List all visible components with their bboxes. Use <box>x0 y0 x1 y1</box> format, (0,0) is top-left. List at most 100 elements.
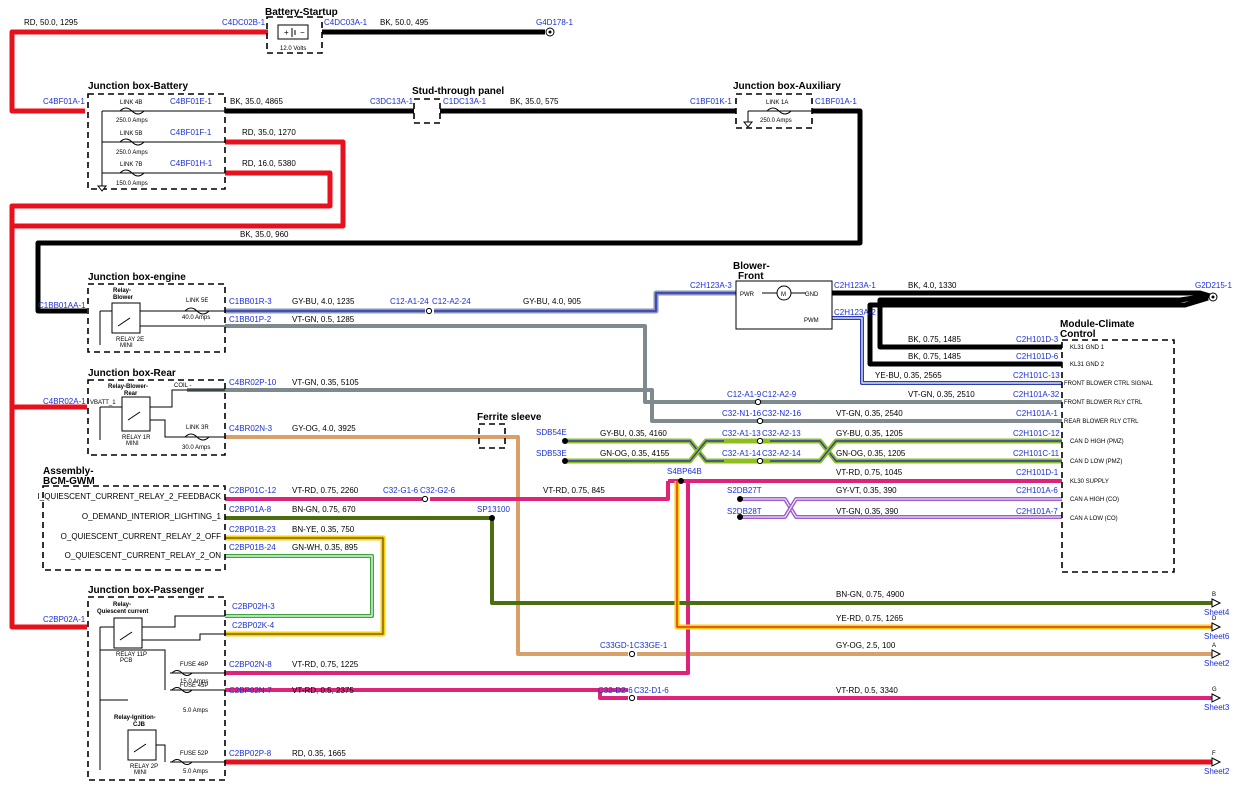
svg-text:C2H123A-3: C2H123A-3 <box>690 281 732 290</box>
svg-text:O_DEMAND_INTERIOR_LIGHTING_1: O_DEMAND_INTERIOR_LIGHTING_1 <box>82 512 222 521</box>
svg-text:C32-A1-14: C32-A1-14 <box>722 449 761 458</box>
svg-text:I_QUIESCENT_CURRENT_RELAY_2_FE: I_QUIESCENT_CURRENT_RELAY_2_FEEDBACK <box>38 492 222 501</box>
battery-volts: 12.0 Volts <box>280 46 306 52</box>
svg-text:C12-A1-24: C12-A1-24 <box>390 297 429 306</box>
svg-text:BK, 35.0, 960: BK, 35.0, 960 <box>240 230 289 239</box>
fuse-46p: FUSE 46P <box>180 662 208 668</box>
wires <box>9 29 1212 765</box>
svg-text:B: B <box>1212 592 1216 598</box>
wire-labels: RD, 50.0, 1295 BK, 50.0, 495 BK, 35.0, 4… <box>24 18 975 758</box>
svg-text:C4BR02N-3: C4BR02N-3 <box>229 424 273 433</box>
svg-text:C32-A2-14: C32-A2-14 <box>762 449 801 458</box>
svg-text:BK, 50.0, 495: BK, 50.0, 495 <box>380 18 429 27</box>
fuse-52p: FUSE 52P <box>180 751 208 757</box>
svg-text:VT-RD, 0.75, 1225: VT-RD, 0.75, 1225 <box>292 660 359 669</box>
link-1a-rating: 250.0 Amps <box>760 118 792 124</box>
svg-text:D: D <box>1212 616 1217 622</box>
ground-g4d178 <box>545 27 555 37</box>
svg-text:C32-D2-6: C32-D2-6 <box>598 686 633 695</box>
link-5b: LINK 5B <box>120 131 142 137</box>
svg-text:GY-OG, 4.0, 3925: GY-OG, 4.0, 3925 <box>292 424 356 433</box>
svg-text:PWR: PWR <box>740 292 755 298</box>
svg-text:BK, 35.0, 4865: BK, 35.0, 4865 <box>230 97 283 106</box>
svg-text:VT-GN, 0.5, 1285: VT-GN, 0.5, 1285 <box>292 315 355 324</box>
svg-text:Sheet4: Sheet4 <box>1204 608 1230 617</box>
svg-text:G2D215-1: G2D215-1 <box>1195 281 1232 290</box>
svg-text:Sheet2: Sheet2 <box>1204 659 1230 668</box>
module-climate-control <box>1061 339 1175 573</box>
svg-text:PWM: PWM <box>804 318 819 324</box>
svg-text:C32-A2-13: C32-A2-13 <box>762 429 801 438</box>
mcc-pins: KL31 GND 1 KL31 GND 2 FRONT BLOWER CTRL … <box>1064 345 1154 522</box>
svg-text:C4BF01H-1: C4BF01H-1 <box>170 159 213 168</box>
svg-text:C2H101A-32: C2H101A-32 <box>1013 390 1060 399</box>
relay-ign-1: Relay-Ignition- <box>114 715 156 721</box>
svg-text:C2H101A-6: C2H101A-6 <box>1016 486 1058 495</box>
svg-text:RD, 50.0, 1295: RD, 50.0, 1295 <box>24 18 78 27</box>
wire-rd-35-1270 <box>9 139 346 410</box>
link-5e-rating: 40.0 Amps <box>182 315 210 321</box>
svg-text:KL30 SUPPLY: KL30 SUPPLY <box>1070 479 1109 485</box>
svg-text:A: A <box>1212 643 1216 649</box>
svg-text:VT-RD, 0.75, 1045: VT-RD, 0.75, 1045 <box>836 468 903 477</box>
svg-text:GY-BU, 4.0, 905: GY-BU, 4.0, 905 <box>523 297 582 306</box>
sheet-refs: B Sheet4 D Sheet6 A Sheet2 G Sheet3 F Sh… <box>1204 592 1230 776</box>
svg-text:C2H101C-13: C2H101C-13 <box>1013 371 1060 380</box>
svg-text:GY-BU, 4.0, 1235: GY-BU, 4.0, 1235 <box>292 297 355 306</box>
svg-text:VT-RD, 0.5, 3340: VT-RD, 0.5, 3340 <box>836 686 898 695</box>
svg-text:C1BB01AA-1: C1BB01AA-1 <box>38 301 86 310</box>
svg-text:S4BP64B: S4BP64B <box>667 467 702 476</box>
svg-text:C2BP02H-3: C2BP02H-3 <box>232 602 275 611</box>
relay-blower-2: Blower <box>113 295 134 301</box>
svg-text:C32-G1-6: C32-G1-6 <box>383 486 419 495</box>
header-ferrite: Ferrite sleeve <box>477 412 542 423</box>
svg-text:BK, 35.0, 575: BK, 35.0, 575 <box>510 97 559 106</box>
svg-text:BK, 0.75, 1485: BK, 0.75, 1485 <box>908 352 961 361</box>
svg-text:C4BF01A-1: C4BF01A-1 <box>43 97 85 106</box>
svg-text:C4BF01E-1: C4BF01E-1 <box>170 97 212 106</box>
fuse-45p: FUSE 45P <box>180 683 208 689</box>
svg-text:GY-BU, 0.35, 1205: GY-BU, 0.35, 1205 <box>836 429 903 438</box>
junction-box-auxiliary <box>735 93 813 129</box>
svg-text:C32-D1-6: C32-D1-6 <box>634 686 669 695</box>
svg-text:RD, 16.0, 5380: RD, 16.0, 5380 <box>242 159 296 168</box>
bcm-signals: I_QUIESCENT_CURRENT_RELAY_2_FEEDBACK O_D… <box>38 492 222 560</box>
svg-text:KL31 GND 2: KL31 GND 2 <box>1070 362 1105 368</box>
svg-text:VT-GN, 0.35, 390: VT-GN, 0.35, 390 <box>836 507 899 516</box>
assembly-bcm-gwm <box>42 485 226 571</box>
svg-text:KL31 GND 1: KL31 GND 1 <box>1070 345 1105 351</box>
svg-text:CAN D LOW (PMZ): CAN D LOW (PMZ) <box>1070 459 1122 465</box>
link-7b-rating: 150.0 Amps <box>116 181 148 187</box>
svg-text:CAN D HIGH (PMZ): CAN D HIGH (PMZ) <box>1070 439 1124 445</box>
svg-text:GN-OG, 0.35, 1205: GN-OG, 0.35, 1205 <box>836 449 906 458</box>
relay-blower-sub: MINI <box>120 343 133 349</box>
svg-text:C3DC13A-1: C3DC13A-1 <box>370 97 414 106</box>
svg-text:C1BF01A-1: C1BF01A-1 <box>815 97 857 106</box>
svg-text:VT-RD, 0.5, 2375: VT-RD, 0.5, 2375 <box>292 686 354 695</box>
link-1a: LINK 1A <box>766 100 788 106</box>
relay-ign-2: CJB <box>133 722 146 728</box>
relay-ign-sub: MINI <box>134 770 147 776</box>
header-bcm-2: BCM-GWM <box>43 476 95 487</box>
relay-blower-type: RELAY 2E <box>116 337 144 343</box>
svg-text:GN-WH, 0.35, 895: GN-WH, 0.35, 895 <box>292 543 358 552</box>
link-3r: LINK 3R <box>186 425 209 431</box>
svg-text:YE-RD, 0.75, 1265: YE-RD, 0.75, 1265 <box>836 614 904 623</box>
svg-text:C33GD-1: C33GD-1 <box>600 641 634 650</box>
ferrite-sleeve <box>478 423 506 449</box>
wire-bn-ye-035-750 <box>225 535 386 637</box>
wire-gy-og-4-3925 <box>225 435 628 656</box>
svg-text:C2BP02K-4: C2BP02K-4 <box>232 621 275 630</box>
svg-text:GY-VT, 0.35, 390: GY-VT, 0.35, 390 <box>836 486 897 495</box>
link-5b-rating: 250.0 Amps <box>116 150 148 156</box>
header-jb-engine: Junction box-engine <box>88 272 186 283</box>
svg-text:SDB53E: SDB53E <box>536 449 567 458</box>
svg-text:C2H101D-6: C2H101D-6 <box>1016 352 1059 361</box>
svg-text:C1DC13A-1: C1DC13A-1 <box>443 97 487 106</box>
wire-bk-075-1485b <box>867 295 1209 367</box>
svg-text:C32-A1-13: C32-A1-13 <box>722 429 761 438</box>
header-bcm-1: Assembly- <box>43 466 94 477</box>
relay-rear-type: RELAY 1R <box>122 435 151 441</box>
svg-text:−: − <box>300 28 305 37</box>
svg-text:GND: GND <box>805 292 819 298</box>
